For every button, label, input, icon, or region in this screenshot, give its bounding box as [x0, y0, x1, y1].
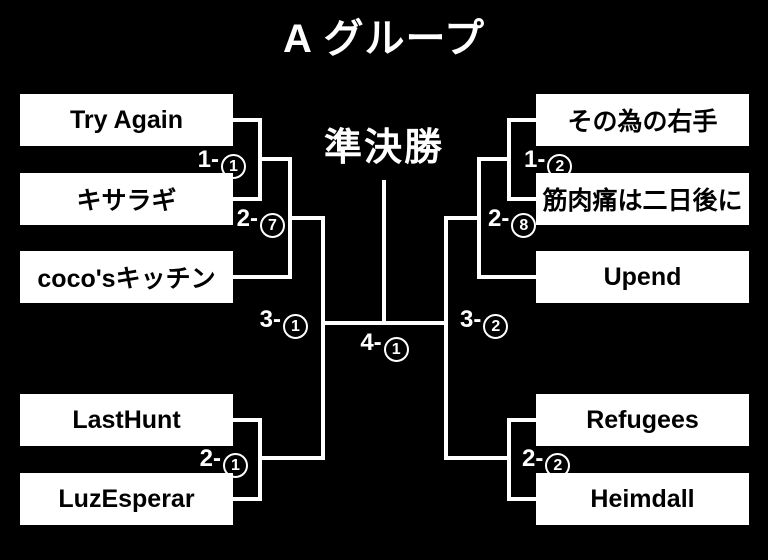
circled-digit: 7 — [260, 213, 285, 238]
circled-digit: 1 — [221, 154, 246, 179]
team-name: Heimdall — [590, 484, 695, 513]
team-name: 筋肉痛は二日後に — [542, 187, 743, 215]
team-box-upend: Upend — [536, 251, 749, 303]
circled-digit: 2 — [547, 154, 573, 179]
circled-digit: 2 — [483, 314, 509, 339]
bracket-connector — [507, 418, 536, 422]
bracket-connector — [233, 418, 262, 422]
bracket-connector — [444, 456, 511, 460]
match-label-2-2: 2-2 — [522, 445, 571, 478]
match-number: 3- — [460, 306, 482, 333]
bracket-connector — [233, 197, 262, 201]
match-label-2-7: 2-7 — [237, 207, 285, 238]
bracket-connector — [507, 197, 536, 201]
circled-digit: 2 — [545, 453, 571, 478]
bracket-connector — [233, 118, 262, 122]
match-number: 2- — [236, 205, 258, 232]
bracket-connector — [233, 497, 262, 501]
round-label-semifinal: 準決勝 — [323, 127, 444, 169]
team-box-kinnikutsu: 筋肉痛は二日後に — [536, 173, 749, 225]
team-box-kisaragi: キサラギ — [20, 173, 233, 225]
team-name: その為の右手 — [567, 108, 718, 136]
match-label-1-2: 1-2 — [524, 146, 573, 179]
match-number: 2- — [488, 205, 510, 232]
team-name: Refugees — [586, 405, 699, 434]
bracket-connector — [477, 157, 511, 161]
bracket-connector — [233, 275, 292, 279]
bracket-connector — [288, 216, 325, 220]
team-name: coco'sキッチン — [37, 265, 216, 293]
team-name: LastHunt — [72, 405, 181, 434]
match-label-2-8: 2-8 — [488, 205, 537, 238]
team-box-try-again: Try Again — [20, 94, 233, 146]
team-name: Upend — [603, 262, 682, 291]
team-name: キサラギ — [76, 187, 177, 215]
team-box-lasthunt: LastHunt — [20, 394, 233, 446]
match-label-2-1: 2-1 — [200, 447, 248, 478]
circled-digit: 8 — [511, 213, 537, 238]
match-label-3-1: 3-1 — [260, 308, 308, 339]
bracket-connector — [444, 216, 448, 460]
bracket-connector — [444, 216, 481, 220]
team-box-heimdall: Heimdall — [536, 473, 749, 525]
circled-digit: 1 — [223, 453, 248, 478]
bracket-connector — [477, 275, 536, 279]
final-connector — [382, 180, 386, 325]
team-box-luzesperar: LuzEsperar — [20, 473, 233, 525]
match-number: 1- — [524, 146, 546, 173]
match-number: 3- — [259, 306, 281, 333]
bracket-connector — [507, 118, 536, 122]
match-number: 4- — [360, 329, 382, 356]
bracket-connector — [507, 497, 536, 501]
match-number: 2- — [522, 445, 544, 472]
team-name: Try Again — [70, 105, 183, 134]
match-label-4-1: 4-1 — [321, 331, 448, 362]
circled-digit: 1 — [383, 337, 409, 362]
bracket-connector — [258, 456, 325, 460]
match-number: 1- — [197, 146, 219, 173]
bracket-connector — [258, 157, 292, 161]
team-box-sonotame-no-migite: その為の右手 — [536, 94, 749, 146]
circled-digit: 1 — [283, 314, 308, 339]
match-label-1-1: 1-1 — [198, 148, 246, 179]
team-name: LuzEsperar — [58, 484, 195, 513]
bracket-connector — [321, 216, 325, 460]
page-title: A グループ — [282, 17, 486, 61]
match-number: 2- — [199, 445, 221, 472]
team-box-refugees: Refugees — [536, 394, 749, 446]
match-label-3-2: 3-2 — [460, 306, 509, 339]
team-box-cocos-kitchen: coco'sキッチン — [20, 251, 233, 303]
